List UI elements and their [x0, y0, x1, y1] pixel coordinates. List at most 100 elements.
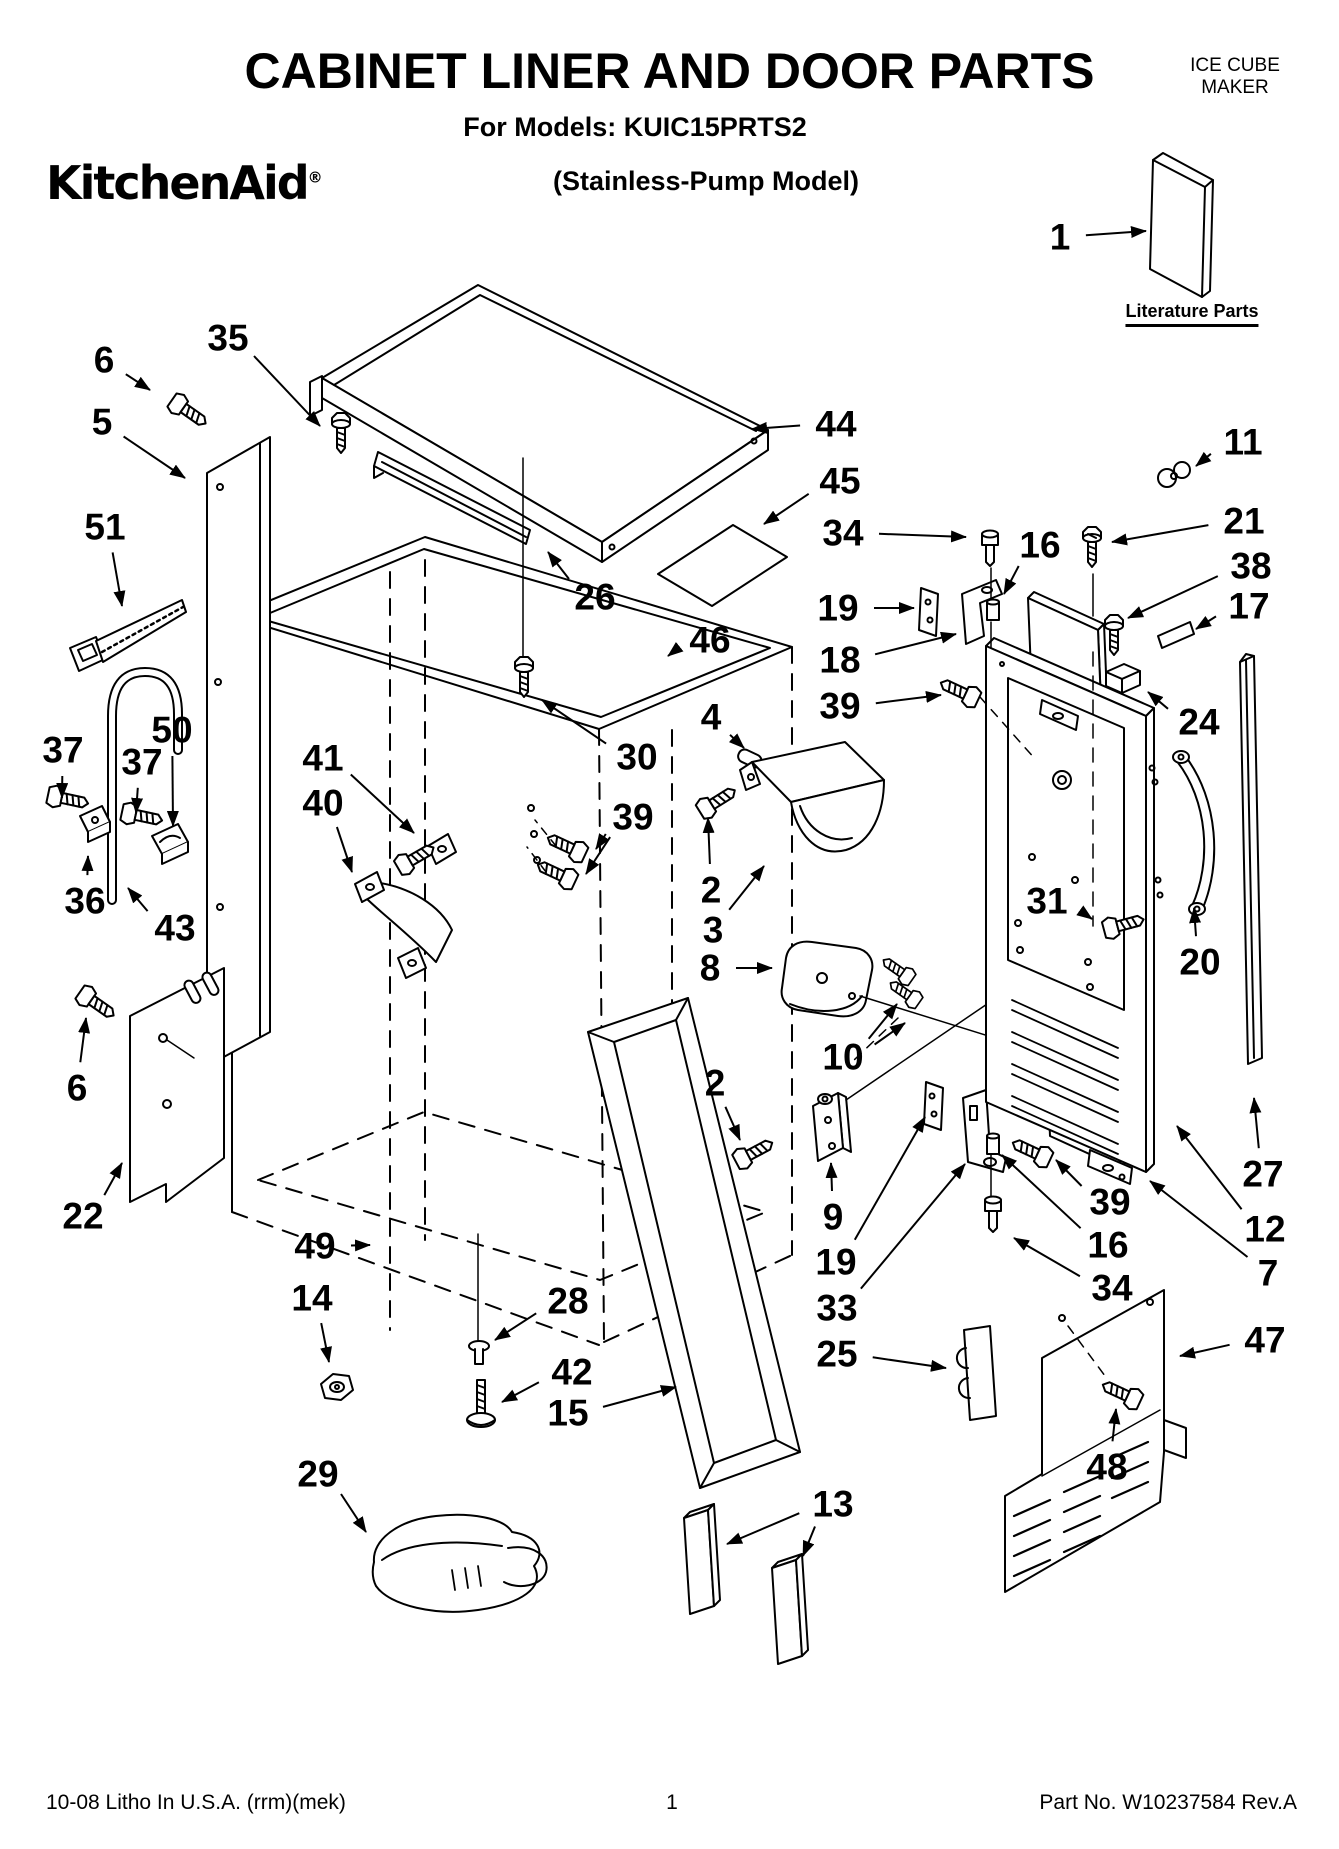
drain-tube-43-art	[107, 667, 183, 905]
callout-arrow-39	[1055, 1159, 1083, 1187]
leader-line	[851, 1017, 899, 1063]
callout-arrow-39	[595, 833, 610, 850]
bracket-40-art	[354, 833, 457, 979]
callout-arrow-38	[1127, 575, 1219, 619]
callout-arrow-13	[726, 1512, 800, 1545]
callout-14: 14	[291, 1277, 333, 1319]
callout-arrow-50	[166, 755, 179, 827]
callout-arrow-21	[1111, 524, 1209, 546]
trim-strip-26-art	[373, 451, 531, 545]
callout-27: 27	[1242, 1153, 1284, 1195]
callout-arrow-42	[501, 1381, 540, 1403]
callout-34: 34	[1091, 1267, 1133, 1309]
callout-6: 6	[66, 1067, 88, 1109]
fastener-11-art	[1157, 461, 1191, 488]
callout-arrow-13	[802, 1526, 816, 1557]
callout-26: 26	[574, 576, 616, 618]
callout-arrow-6	[125, 373, 151, 391]
callout-6: 6	[93, 339, 115, 381]
callout-44: 44	[815, 403, 857, 445]
callout-arrow-39	[585, 836, 611, 875]
callout-7: 7	[1257, 1252, 1279, 1294]
callout-arrow-36	[81, 855, 94, 876]
bracket-18-art	[961, 579, 1003, 645]
callout-arrow-34	[878, 530, 967, 543]
callout-arrow-14	[320, 1322, 332, 1363]
callout-1: 1	[1049, 216, 1071, 258]
callout-39: 39	[612, 796, 654, 838]
nut-14-art	[320, 1373, 354, 1401]
callout-arrow-3	[728, 865, 765, 911]
callout-arrow-49	[350, 1239, 371, 1252]
callout-37: 37	[121, 741, 163, 783]
leveling-screw-28-art	[468, 1340, 490, 1365]
callout-arrow-10	[867, 1003, 898, 1040]
callout-arrow-46	[667, 641, 684, 657]
page-title: CABINET LINER AND DOOR PARTS	[244, 43, 1095, 99]
funnel-art	[737, 741, 885, 853]
callout-arrow-11	[1195, 451, 1212, 467]
callout-48: 48	[1086, 1446, 1128, 1488]
callout-45: 45	[819, 460, 861, 502]
footer-litho-info: 10-08 Litho In U.S.A. (rrm)(mek)	[46, 1791, 346, 1814]
callout-35: 35	[207, 317, 249, 359]
callout-51: 51	[84, 506, 126, 548]
callout-arrow-40	[335, 826, 353, 873]
callout-arrow-44	[751, 421, 801, 434]
callout-19: 19	[815, 1241, 857, 1283]
callout-18: 18	[819, 639, 861, 681]
footer-part-number: Part No. W10237584 Rev.A	[1039, 1791, 1297, 1814]
spacer-16-art	[986, 598, 1000, 1155]
leveling-leg-42-art	[466, 1379, 496, 1428]
callout-arrow-41	[350, 773, 415, 834]
callout-arrow-19	[853, 1116, 926, 1241]
callout-arrow-24	[1147, 691, 1169, 710]
screw-slot	[1087, 533, 1097, 539]
strips-13-art	[683, 1503, 809, 1665]
clamp-50-art	[151, 823, 189, 865]
callout-arrow-43	[127, 887, 149, 912]
models-line: For Models: KUIC15PRTS2	[463, 112, 807, 142]
callout-arrow-16	[1003, 565, 1020, 595]
callout-22: 22	[62, 1195, 104, 1237]
callout-arrow-27	[1249, 1097, 1262, 1149]
product-type-label: ICE CUBE MAKER	[1190, 55, 1280, 98]
callout-arrow-39	[875, 690, 942, 705]
vent-panel-47-art	[1004, 1289, 1187, 1593]
callout-arrow-48	[1108, 1408, 1121, 1442]
callout-9: 9	[822, 1196, 844, 1238]
callout-arrow-25	[872, 1356, 947, 1372]
literature-book-art	[1149, 152, 1214, 298]
callout-arrow-33	[860, 1163, 966, 1290]
callout-5: 5	[91, 401, 113, 443]
gasket-frame-15-art	[587, 997, 801, 1489]
callout-arrow-16	[1001, 1154, 1082, 1229]
callout-20: 20	[1179, 941, 1221, 983]
callout-arrow-5	[123, 435, 186, 479]
callout-arrow-1	[1085, 226, 1147, 239]
ice-scoop-29-art	[371, 1513, 548, 1613]
clip-25-art	[956, 1325, 997, 1421]
leader-line	[979, 696, 1037, 761]
callout-40: 40	[302, 782, 344, 824]
callout-17: 17	[1228, 585, 1270, 627]
callout-arrow-47	[1179, 1343, 1230, 1359]
cover-plate-8-art	[780, 940, 874, 1018]
cable-tie-51-art	[69, 599, 187, 672]
literature-parts-label: Literature Parts	[1125, 301, 1259, 327]
callout-19: 19	[817, 587, 859, 629]
callout-24: 24	[1178, 701, 1220, 743]
side-panel-5-art	[206, 436, 271, 1067]
variant-line: (Stainless-Pump Model)	[552, 166, 860, 196]
callout-49: 49	[294, 1225, 336, 1267]
top-cover-art	[309, 284, 769, 563]
callout-29: 29	[297, 1453, 339, 1495]
callout-arrow-9	[825, 1162, 838, 1192]
callout-arrow-4	[728, 733, 745, 749]
callout-3: 3	[702, 909, 724, 951]
callout-33: 33	[816, 1287, 858, 1329]
callout-28: 28	[547, 1280, 589, 1322]
